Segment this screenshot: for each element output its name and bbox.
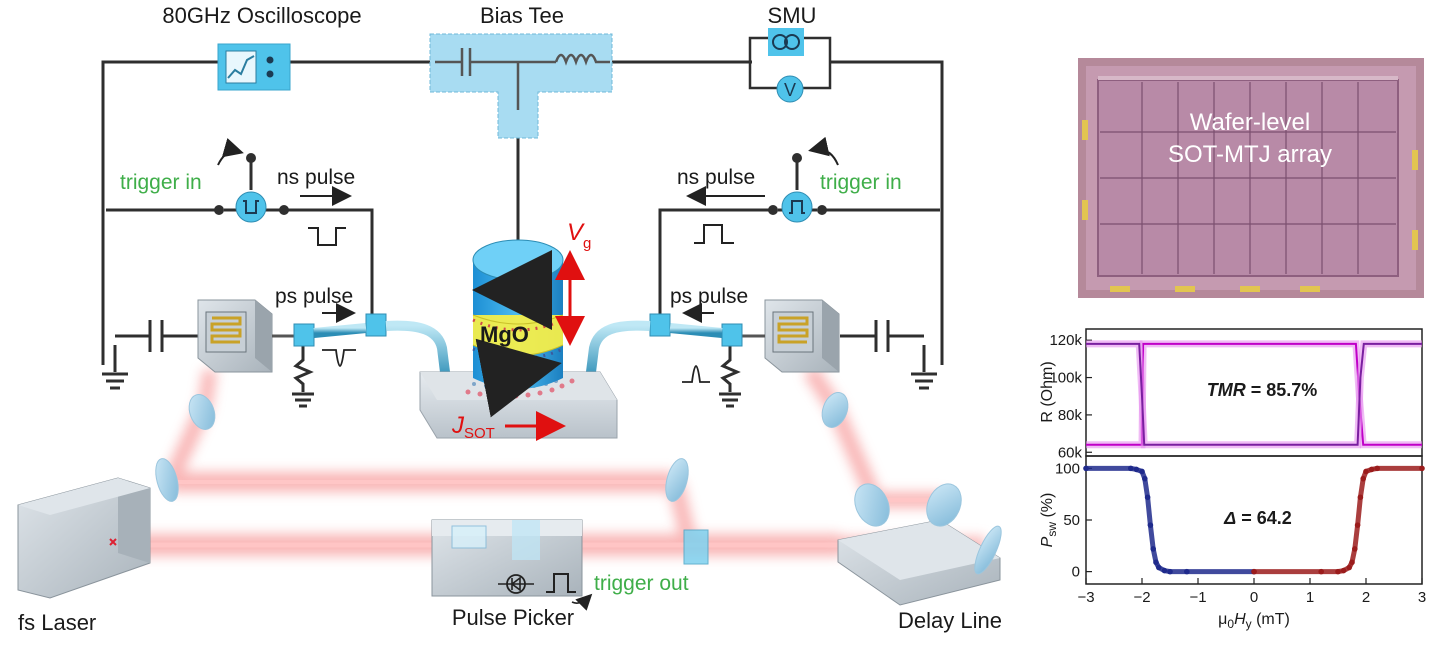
waveguide-cables — [293, 313, 743, 381]
left-photoconductive-switch — [197, 299, 296, 373]
psw-data-point — [1346, 564, 1352, 571]
psw-data-point — [1354, 522, 1361, 528]
psw-x-tick-label: −2 — [1133, 589, 1150, 606]
psw-y-tick-label: 0 — [1072, 564, 1080, 581]
psw-data-point — [1153, 559, 1159, 566]
psw-data-point — [1357, 494, 1364, 501]
psw-x-tick-label: 1 — [1306, 589, 1314, 606]
psw-data-point — [1335, 568, 1341, 575]
psw-x-tick-label: 3 — [1418, 589, 1426, 606]
trigger-out-label: trigger out — [594, 572, 689, 595]
psw-data-point — [1128, 465, 1134, 472]
psw-data-point — [1147, 522, 1154, 528]
psw-y-axis-label: Psw (%) — [1039, 493, 1059, 548]
psw-data-point — [1133, 466, 1140, 473]
bias-tee-label: Bias Tee — [480, 3, 564, 28]
psw-x-axis-label: μ0Hy (mT) — [1218, 611, 1290, 631]
fs-laser-label: fs Laser — [18, 610, 96, 635]
psw-data-point — [1144, 494, 1151, 501]
positive-ps-pulse-shape — [682, 365, 710, 383]
vg-label: Vg — [567, 219, 591, 252]
smu-label: SMU — [768, 3, 817, 28]
tmr-y-tick-label: 100k — [1049, 370, 1082, 387]
right-photoconductive-switch — [742, 299, 840, 373]
psw-data-point — [1251, 568, 1257, 575]
right-ps-pulse-label: ps pulse — [670, 285, 748, 308]
psw-data-point — [1352, 546, 1358, 552]
left-trigger-in-label: trigger in — [120, 171, 202, 194]
psw-data-point — [1150, 546, 1156, 552]
oscilloscope-icon — [217, 43, 291, 91]
psw-x-tick-label: −3 — [1077, 589, 1094, 606]
psw-y-tick-label: 100 — [1055, 460, 1080, 477]
wafer-label-line2: SOT-MTJ array — [1168, 141, 1332, 168]
pulse-picker-box — [431, 519, 593, 611]
psw-data-point — [1083, 465, 1089, 472]
mgo-label: MgO — [480, 322, 529, 347]
negative-ps-pulse-shape — [322, 349, 356, 367]
pulse-picker-label: Pulse Picker — [452, 605, 574, 630]
bias-tee-icon — [429, 33, 613, 139]
psw-data-point — [1184, 568, 1190, 575]
psw-data-point — [1167, 568, 1173, 575]
psw-x-tick-label: 0 — [1250, 589, 1258, 606]
circuit-wires — [101, 60, 944, 408]
left-ps-pulse-label: ps pulse — [275, 285, 353, 308]
fs-laser-box — [17, 477, 151, 599]
tmr-y-tick-label: 120k — [1049, 332, 1082, 349]
tmr-annotation: TMR = 85.7% — [1207, 380, 1318, 400]
smu-voltmeter-label: V — [784, 80, 796, 100]
psw-data-point — [1368, 466, 1375, 473]
psw-data-point — [1340, 567, 1347, 574]
psw-data-point — [1419, 465, 1425, 472]
psw-x-tick-label: 2 — [1362, 589, 1370, 606]
psw-data-point — [1349, 559, 1355, 566]
psw-y-tick-label: 50 — [1063, 512, 1080, 529]
wafer-photo — [1078, 58, 1424, 298]
charts-panel: 60k 80k 100k 120k R (Ohm) TMR = 85.7% 0 50 100 −3… — [1039, 328, 1426, 631]
negative-pulse-shape — [308, 227, 346, 246]
psw-data-point — [1156, 564, 1162, 571]
psw-data-point — [1318, 568, 1324, 575]
left-trigger-switch — [214, 137, 289, 223]
optical-mirrors — [155, 392, 849, 565]
psw-data-point — [1363, 468, 1369, 475]
right-trigger-in-label: trigger in — [820, 171, 902, 194]
delay-line-label: Delay Line — [898, 608, 1002, 633]
smu-icon: V — [748, 28, 832, 103]
mtj-pillar — [472, 239, 564, 418]
psw-data-point — [1142, 475, 1148, 482]
tmr-y-axis-label: R (Ohm) — [1039, 361, 1056, 422]
delta-annotation: Δ = 64.2 — [1223, 508, 1292, 528]
right-ns-pulse-label: ns pulse — [677, 166, 755, 189]
wafer-label-line1: Wafer-level — [1190, 109, 1310, 136]
tmr-y-tick-label: 80k — [1058, 407, 1083, 424]
left-ns-pulse-label: ns pulse — [277, 166, 355, 189]
positive-pulse-shape — [694, 224, 734, 244]
jsot-label: JSOT — [451, 412, 495, 442]
psw-data-point — [1360, 475, 1366, 482]
right-trigger-switch — [768, 136, 839, 223]
tmr-series-line — [1086, 342, 1422, 446]
psw-data-point — [1161, 567, 1168, 574]
psw-data-point — [1374, 465, 1380, 472]
oscilloscope-label: 80GHz Oscilloscope — [162, 3, 361, 28]
delay-line-stage — [837, 483, 1002, 606]
psw-x-tick-label: −1 — [1189, 589, 1206, 606]
psw-data-point — [1139, 468, 1145, 475]
tmr-y-tick-label: 60k — [1058, 444, 1083, 461]
